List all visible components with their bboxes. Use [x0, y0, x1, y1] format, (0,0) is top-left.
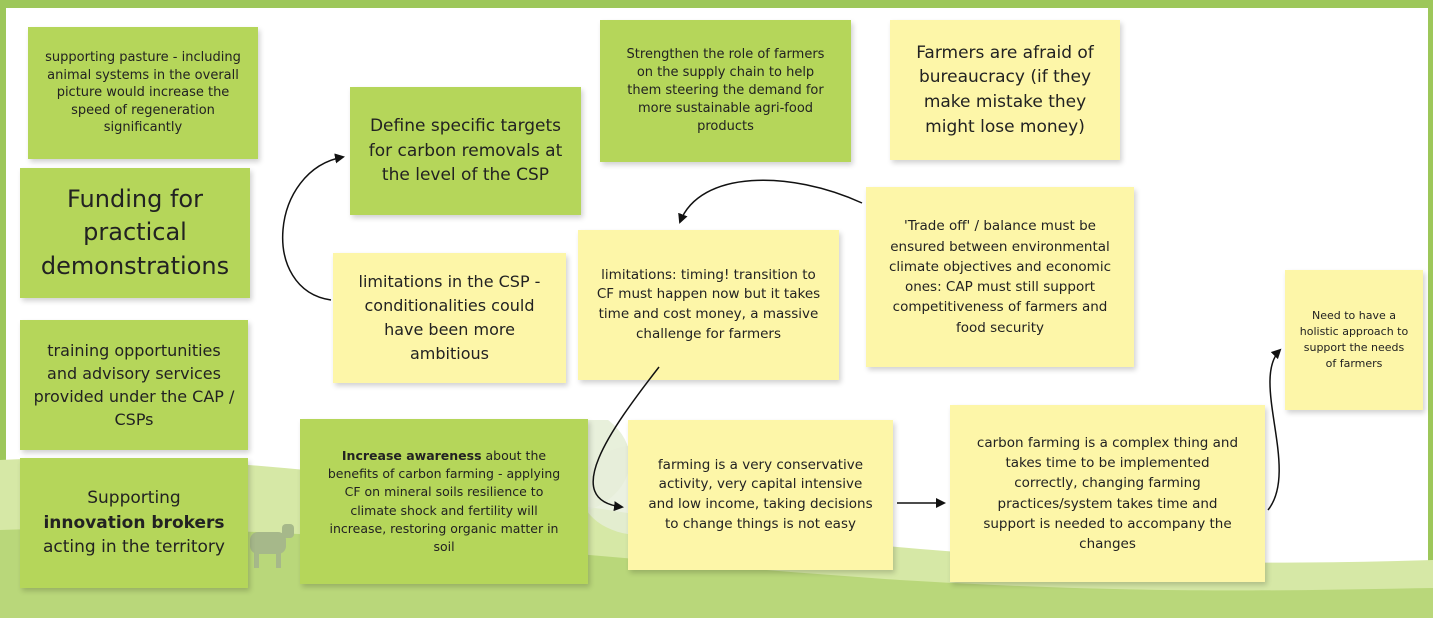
top-frame-border	[0, 0, 1433, 8]
arrow-complex-to-holistic[interactable]	[1267, 348, 1282, 511]
note-text: Need to have a holistic approach to supp…	[1299, 309, 1409, 370]
note-bureaucracy[interactable]: Farmers are afraid of bureaucracy (if th…	[890, 20, 1120, 160]
note-define-targets[interactable]: Define specific targets for carbon remov…	[350, 87, 581, 215]
arrow-timing-to-conservative[interactable]	[592, 366, 660, 512]
note-text-end: acting in the territory	[43, 537, 225, 558]
right-frame-border	[1428, 0, 1433, 618]
cow-silhouette-icon	[250, 524, 294, 568]
note-text: Increase awareness about the benefits of…	[322, 447, 566, 556]
note-text-rest: about the benefits of carbon farming - a…	[327, 448, 561, 554]
note-funding-demonstrations[interactable]: Funding for practical demonstrations	[20, 168, 250, 298]
note-text: limitations: timing! transition to CF mu…	[596, 266, 821, 342]
note-text: 'Trade off' / balance must be ensured be…	[888, 218, 1112, 336]
note-innovation-brokers[interactable]: Supporting innovation brokers acting in …	[20, 458, 248, 588]
left-frame-border	[0, 0, 6, 618]
note-text: Funding for practical demonstrations	[40, 184, 230, 280]
note-text: farming is a very conservative activity,…	[648, 456, 873, 532]
note-increase-awareness[interactable]: Increase awareness about the benefits of…	[300, 419, 588, 584]
note-holistic-approach[interactable]: Need to have a holistic approach to supp…	[1285, 270, 1423, 410]
note-training-opportunities[interactable]: training opportunities and advisory serv…	[20, 320, 248, 450]
note-text-start: Supporting	[87, 488, 181, 509]
note-text: carbon farming is a complex thing and ta…	[976, 434, 1239, 552]
note-complex-carbon-farming[interactable]: carbon farming is a complex thing and ta…	[950, 405, 1265, 582]
note-text: Supporting innovation brokers acting in …	[43, 486, 225, 560]
note-text-emphasis: innovation brokers	[43, 512, 225, 533]
note-text: Strengthen the role of farmers on the su…	[626, 46, 825, 135]
arrow-limitations-to-targets[interactable]	[281, 153, 345, 301]
note-supporting-pasture[interactable]: supporting pasture - including animal sy…	[28, 27, 258, 159]
note-text: limitations in the CSP - conditionalitie…	[358, 272, 541, 363]
note-text: Define specific targets for carbon remov…	[368, 116, 563, 186]
note-text: supporting pasture - including animal sy…	[45, 50, 241, 136]
note-text-emphasis: Increase awareness	[341, 448, 482, 464]
note-conservative-activity[interactable]: farming is a very conservative activity,…	[628, 420, 893, 570]
note-trade-off-balance[interactable]: 'Trade off' / balance must be ensured be…	[866, 187, 1134, 367]
arrow-tradeoff-to-timing[interactable]	[678, 179, 863, 224]
note-limitations-csp[interactable]: limitations in the CSP - conditionalitie…	[333, 253, 566, 383]
note-text: training opportunities and advisory serv…	[33, 340, 235, 430]
note-text: Farmers are afraid of bureaucracy (if th…	[916, 42, 1094, 137]
note-strengthen-farmers-role[interactable]: Strengthen the role of farmers on the su…	[600, 20, 851, 162]
note-limitations-timing[interactable]: limitations: timing! transition to CF mu…	[578, 230, 839, 380]
